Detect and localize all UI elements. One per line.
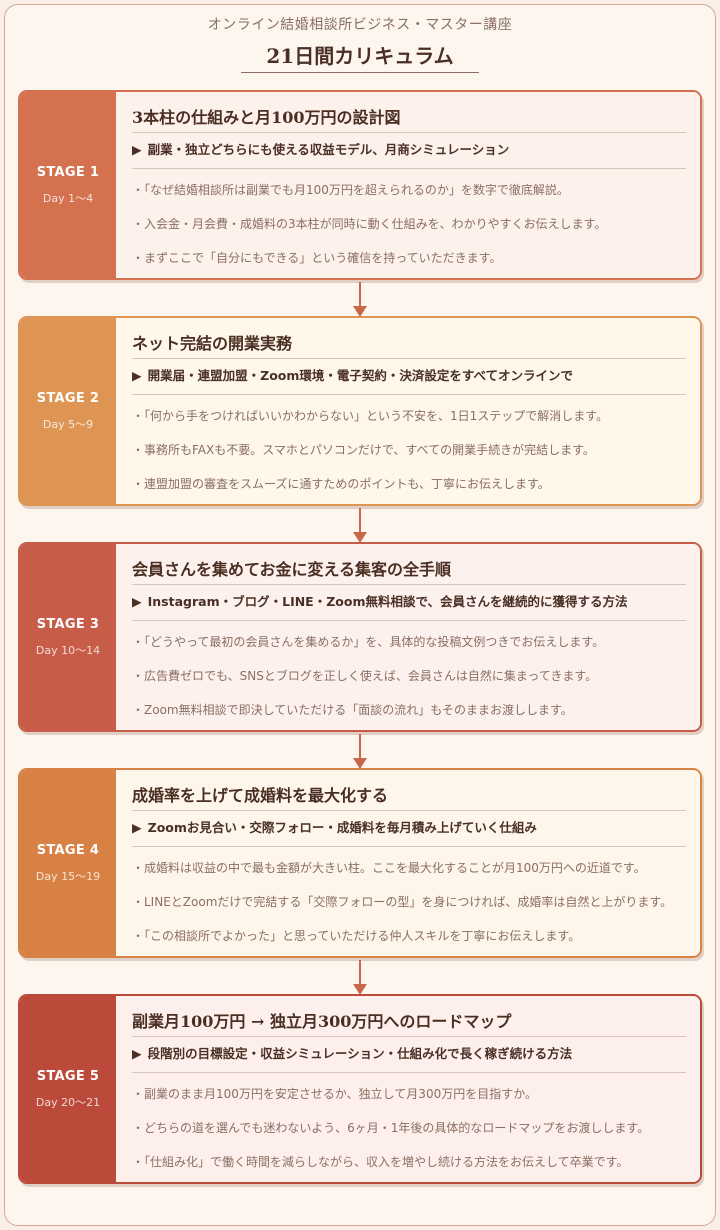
stage-title: ネット完結の開業実務 <box>132 332 686 359</box>
stage-point: ・Zoom無料相談で即決していただける「面談の流れ」もそのままお渡しします。 <box>132 703 573 717</box>
stage-points: ・成婚料は収益の中で最も金額が大きい柱。ここを最大化することが月100万円への近… <box>132 851 700 953</box>
stage-body: 3本柱の仕組みと月100万円の設計図 ▶ 副業・独立どちらにも使える収益モデル、月… <box>116 92 700 278</box>
stage-side-panel: STAGE 3 Day 10〜14 <box>20 544 116 730</box>
stage-summary-text: 副業・独立どちらにも使える収益モデル、月商シミュレーション <box>147 142 510 157</box>
down-arrow-icon <box>353 960 367 995</box>
stage-side-panel: STAGE 2 Day 5〜9 <box>20 318 116 504</box>
stage-point: ・「なぜ結婚相談所は副業でも月100万円を超えられるのか」を数字で徹底解説。 <box>132 183 569 197</box>
stage-points: ・「何から手をつければいいかわからない」という不安を、1日1ステップで解消します… <box>132 399 700 501</box>
stage-summary-text: 段階別の目標設定・収益シミュレーション・仕組み化で長く稼ぎ続ける方法 <box>147 1046 573 1061</box>
stage-points: ・副業のまま月100万円を安定させるか、独立して月300万円を目指すか。 ・どち… <box>132 1077 700 1179</box>
stage-point: ・連盟加盟の審査をスムーズに通すためのポイントも、丁寧にお伝えします。 <box>132 477 550 491</box>
stage-label: STAGE 3 <box>36 616 100 632</box>
stage-summary: ▶ 開業届・連盟加盟・Zoom環境・電子契約・決済設定をすべてオンラインで <box>132 359 686 395</box>
down-arrow-icon <box>353 282 367 317</box>
stage-side-panel: STAGE 1 Day 1〜4 <box>20 92 116 278</box>
play-triangle-icon: ▶ <box>132 1046 142 1061</box>
stage-days: Day 1〜4 <box>42 191 94 205</box>
stage-summary: ▶ 段階別の目標設定・収益シミュレーション・仕組み化で長く稼ぎ続ける方法 <box>132 1037 686 1073</box>
play-triangle-icon: ▶ <box>132 820 142 835</box>
stage-body: 成婚率を上げて成婚料を最大化する ▶ Zoomお見合い・交際フォロー・成婚料を毎月… <box>116 770 700 956</box>
stage-card-2: STAGE 2 Day 5〜9 ネット完結の開業実務 ▶ 開業届・連盟加盟・Zoo… <box>18 316 702 506</box>
stage-point: ・成婚料は収益の中で最も金額が大きい柱。ここを最大化することが月100万円への近… <box>132 861 646 875</box>
stage-label: STAGE 4 <box>36 842 100 858</box>
play-triangle-icon: ▶ <box>132 594 142 609</box>
stage-summary-text: Instagram・ブログ・LINE・Zoom無料相談で、会員さんを継続的に獲得… <box>147 594 628 609</box>
stage-title: 3本柱の仕組みと月100万円の設計図 <box>132 106 686 133</box>
play-triangle-icon: ▶ <box>132 142 142 157</box>
stage-days: Day 10〜14 <box>35 643 101 657</box>
stage-points: ・「どうやって最初の会員さんを集めるか」を、具体的な投稿文例つきでお伝えします。… <box>132 625 700 727</box>
stage-side-panel: STAGE 4 Day 15〜19 <box>20 770 116 956</box>
stage-point: ・副業のまま月100万円を安定させるか、独立して月300万円を目指すか。 <box>132 1087 537 1101</box>
stage-summary: ▶ Zoomお見合い・交際フォロー・成婚料を毎月積み上げていく仕組み <box>132 811 686 847</box>
stage-card-5: STAGE 5 Day 20〜21 副業月100万円 → 独立月300万円へのロ… <box>18 994 702 1184</box>
stage-point: ・どちらの道を選んでも迷わないよう、6ヶ月・1年後の具体的なロードマップをお渡し… <box>132 1121 650 1135</box>
stage-summary-text: 開業届・連盟加盟・Zoom環境・電子契約・決済設定をすべてオンラインで <box>147 368 574 383</box>
stage-point: ・事務所もFAXも不要。スマホとパソコンだけで、すべての開業手続きが完結します。 <box>132 443 595 457</box>
title-underline <box>241 72 479 73</box>
stage-title: 成婚率を上げて成婚料を最大化する <box>132 784 686 811</box>
stage-label: STAGE 1 <box>36 164 100 180</box>
stage-point: ・「何から手をつければいいかわからない」という不安を、1日1ステップで解消します… <box>132 409 609 423</box>
stage-summary: ▶ Instagram・ブログ・LINE・Zoom無料相談で、会員さんを継続的に獲… <box>132 585 686 621</box>
stage-point: ・「どうやって最初の会員さんを集めるか」を、具体的な投稿文例つきでお伝えします。 <box>132 635 605 649</box>
stage-title: 会員さんを集めてお金に変える集客の全手順 <box>132 558 686 585</box>
stage-days: Day 15〜19 <box>35 869 101 883</box>
stage-label: STAGE 5 <box>36 1068 100 1084</box>
stage-point: ・まずここで「自分にもできる」という確信を持っていただきます。 <box>132 251 502 265</box>
down-arrow-icon <box>353 508 367 543</box>
stage-body: ネット完結の開業実務 ▶ 開業届・連盟加盟・Zoom環境・電子契約・決済設定をすべ… <box>116 318 700 504</box>
stage-points: ・「なぜ結婚相談所は副業でも月100万円を超えられるのか」を数字で徹底解説。 ・… <box>132 173 700 275</box>
stage-summary-text: Zoomお見合い・交際フォロー・成婚料を毎月積み上げていく仕組み <box>147 820 537 835</box>
stage-summary: ▶ 副業・独立どちらにも使える収益モデル、月商シミュレーション <box>132 133 686 169</box>
stage-body: 会員さんを集めてお金に変える集客の全手順 ▶ Instagram・ブログ・LINE… <box>116 544 700 730</box>
stage-point: ・広告費ゼロでも、SNSとブログを正しく使えば、会員さんは自然に集まってきます。 <box>132 669 598 683</box>
page-subtitle: オンライン結婚相談所ビジネス・マスター講座 <box>207 17 513 33</box>
stage-card-1: STAGE 1 Day 1〜4 3本柱の仕組みと月100万円の設計図 ▶ 副業・独… <box>18 90 702 280</box>
down-arrow-icon <box>353 734 367 769</box>
stage-card-4: STAGE 4 Day 15〜19 成婚率を上げて成婚料を最大化する ▶ Zoom… <box>18 768 702 958</box>
stage-body: 副業月100万円 → 独立月300万円へのロードマップ ▶ 段階別の目標設定・収益… <box>116 996 700 1182</box>
play-triangle-icon: ▶ <box>132 368 142 383</box>
stage-title: 副業月100万円 → 独立月300万円へのロードマップ <box>132 1010 686 1037</box>
stage-days: Day 5〜9 <box>42 417 94 431</box>
stage-point: ・入会金・月会費・成婚料の3本柱が同時に動く仕組みを、わかりやすくお伝えします。 <box>132 217 607 231</box>
stage-label: STAGE 2 <box>36 390 100 406</box>
stage-point: ・「この相談所でよかった」と思っていただける仲人スキルを丁寧にお伝えします。 <box>132 929 581 943</box>
page-title: 21日間カリキュラム <box>266 44 454 68</box>
stage-days: Day 20〜21 <box>35 1095 101 1109</box>
stage-side-panel: STAGE 5 Day 20〜21 <box>20 996 116 1182</box>
stage-point: ・「仕組み化」で働く時間を減らしながら、収入を増やし続ける方法をお伝えして卒業で… <box>132 1155 629 1169</box>
stage-card-3: STAGE 3 Day 10〜14 会員さんを集めてお金に変える集客の全手順 ▶… <box>18 542 702 732</box>
stage-point: ・LINEとZoomだけで完結する「交際フォローの型」を身につければ、成婚率は自… <box>132 895 673 909</box>
